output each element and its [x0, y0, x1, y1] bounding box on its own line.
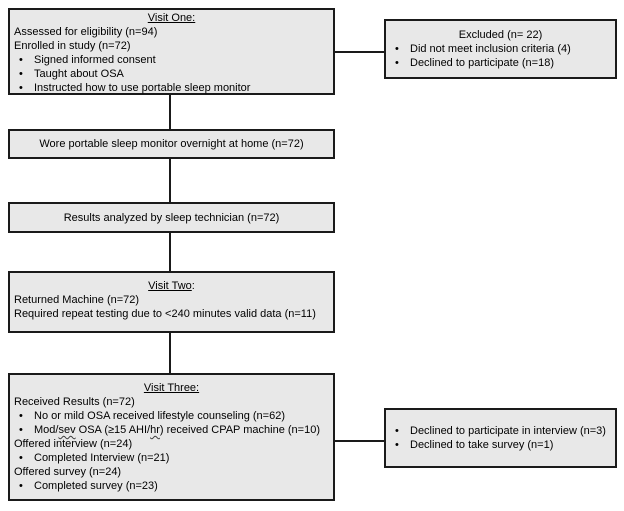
- results-text: Results analyzed by sleep technician (n=…: [63, 211, 280, 224]
- connector-monitor-to-results: [169, 159, 171, 202]
- text-segment: Mod/: [34, 424, 59, 436]
- list-item: Completed survey (n=23): [10, 479, 333, 493]
- excluded-box: Excluded (n= 22) Did not meet inclusion …: [384, 19, 617, 79]
- visit-one-title: Visit One:: [10, 11, 333, 25]
- visit-three-box: Visit Three: Received Results (n=72) No …: [8, 373, 335, 501]
- text-line: Required repeat testing due to <240 minu…: [14, 308, 316, 320]
- excluded-title: Excluded (n= 22): [458, 29, 543, 41]
- visit-two-title-suffix: :: [191, 280, 195, 292]
- monitor-text: Wore portable sleep monitor overnight at…: [39, 138, 304, 150]
- text-line: Received Results (n=72): [14, 396, 135, 408]
- visit-two-box: Visit Two: Returned Machine (n=72) Requi…: [8, 271, 335, 333]
- text-line: Offered interview (n=24): [14, 438, 133, 450]
- connector-visit-one-to-monitor: [169, 95, 171, 129]
- list-item: No or mild OSA received lifestyle counse…: [10, 409, 333, 423]
- visit-one-box: Visit One: Assessed for eligibility (n=9…: [8, 8, 335, 95]
- list-item: Did not meet inclusion criteria (4): [386, 42, 615, 56]
- text-line: Enrolled in study (n=72): [14, 40, 131, 52]
- text-line: Returned Machine (n=72): [14, 294, 140, 306]
- visit-two-title-text: Visit Two: [148, 280, 192, 292]
- connector-results-to-visit-two: [169, 233, 171, 271]
- connector-visit-three-to-declined: [335, 440, 384, 442]
- list-item: Completed Interview (n=21): [10, 451, 333, 465]
- text-segment: OSA (≥15 AHI/: [75, 424, 151, 436]
- text-line: Offered survey (n=24): [14, 466, 122, 478]
- visit-three-title-text: Visit Three:: [143, 382, 200, 394]
- list-item: Declined to participate in interview (n=…: [386, 424, 615, 438]
- list-item: Instructed how to use portable sleep mon…: [10, 81, 333, 95]
- list-item: Signed informed consent: [10, 53, 333, 67]
- results-box: Results analyzed by sleep technician (n=…: [8, 202, 335, 233]
- list-item: Taught about OSA: [10, 67, 333, 81]
- text-line: Assessed for eligibility (n=94): [14, 26, 158, 38]
- spellcheck-underlined-text: hr: [150, 424, 160, 436]
- list-item: Mod/sev OSA (≥15 AHI/hr) received CPAP m…: [10, 423, 333, 437]
- spellcheck-underlined-text: sev: [58, 424, 76, 436]
- visit-three-title: Visit Three:: [10, 381, 333, 395]
- text-segment: ) received CPAP machine (n=10): [159, 424, 320, 436]
- monitor-box: Wore portable sleep monitor overnight at…: [8, 129, 335, 159]
- visit-one-title-text: Visit One:: [147, 12, 196, 24]
- list-item: Declined to participate (n=18): [386, 56, 615, 70]
- declined-box: Declined to participate in interview (n=…: [384, 408, 617, 468]
- list-item: Declined to take survey (n=1): [386, 438, 615, 452]
- connector-visit-one-to-excluded: [335, 51, 384, 53]
- visit-two-title: Visit Two:: [10, 279, 333, 293]
- connector-visit-two-to-visit-three: [169, 333, 171, 373]
